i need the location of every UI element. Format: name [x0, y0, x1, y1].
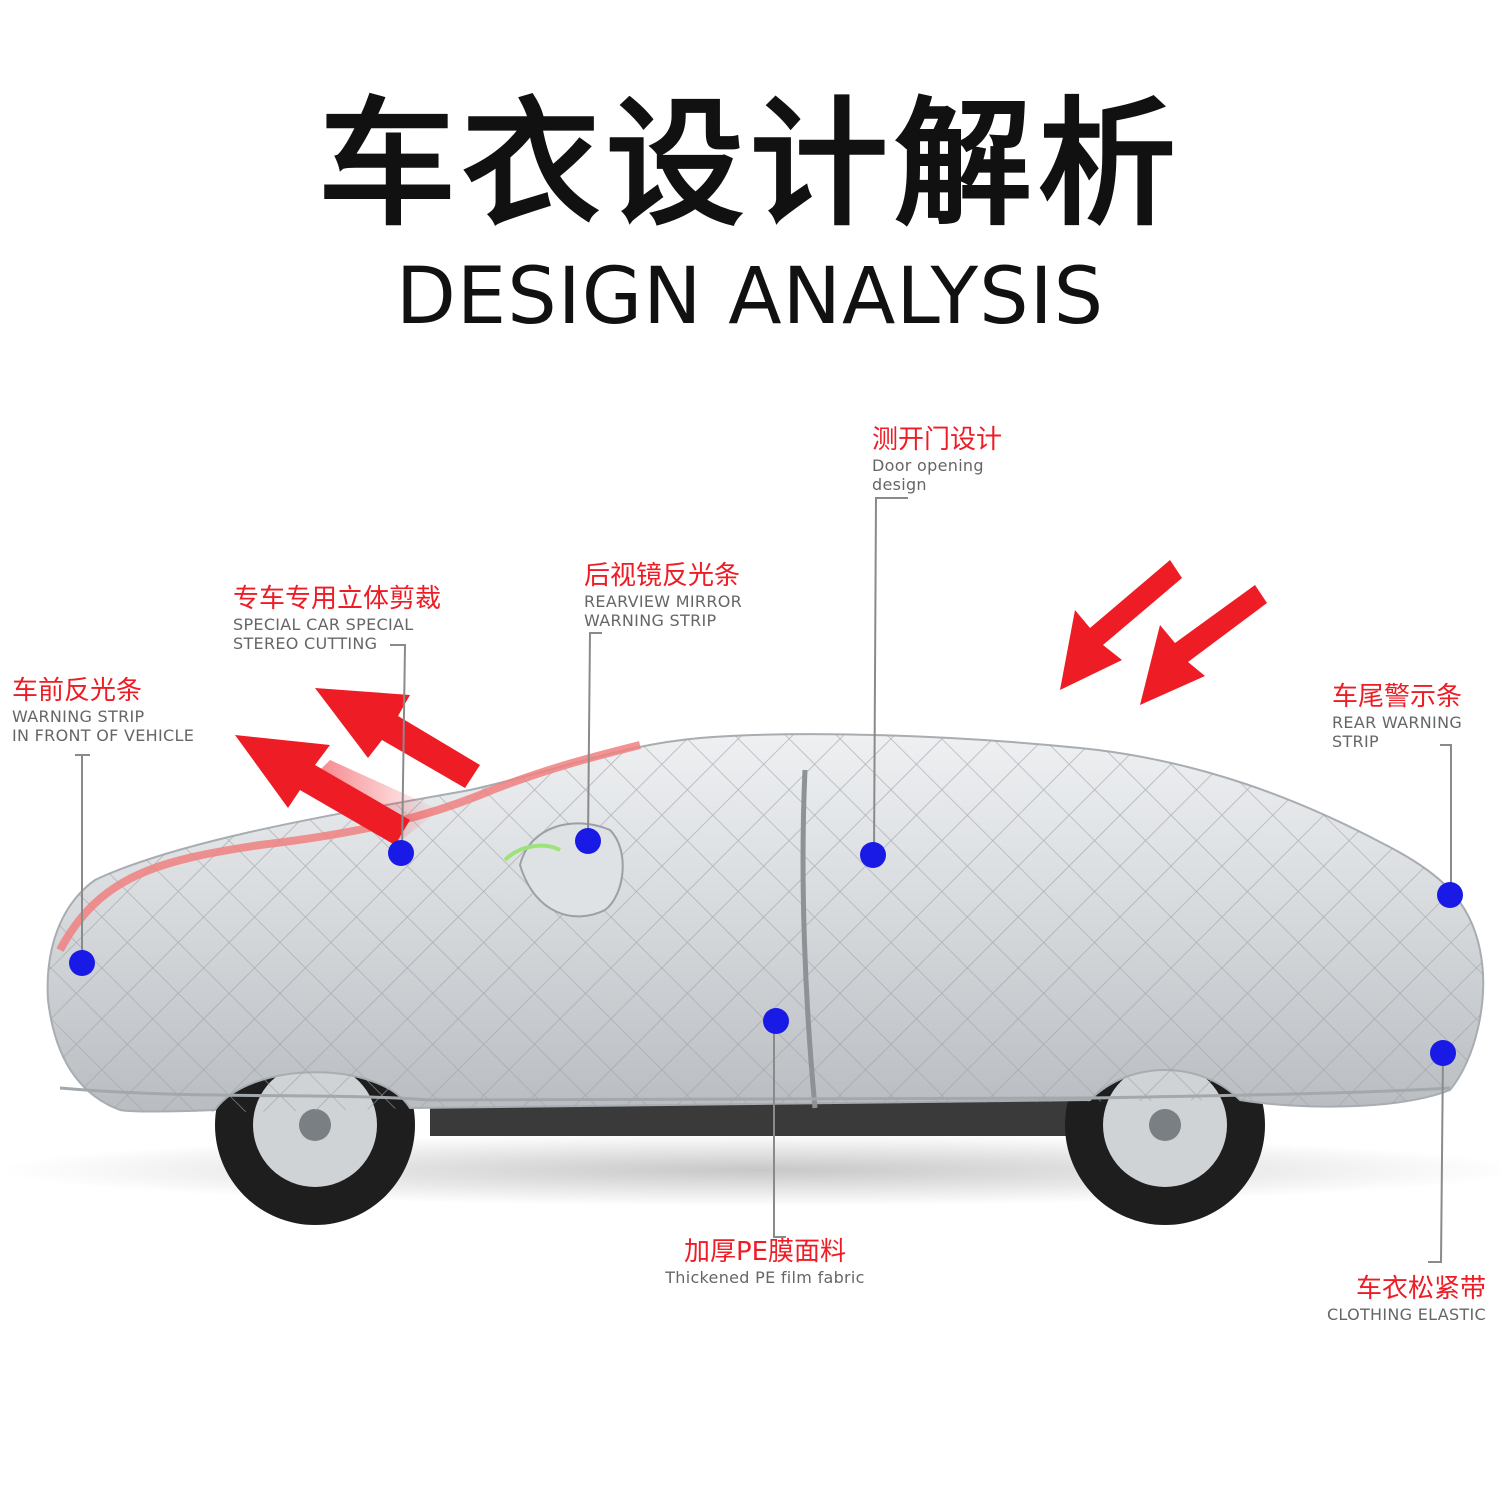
callout-rear-strip-en2: STRIP	[1332, 732, 1379, 752]
callout-mirror-strip: 后视镜反光条 REARVIEW MIRROR WARNING STRIP	[584, 561, 743, 631]
callout-front-strip: 车前反光条 WARNING STRIP IN FRONT OF VEHICLE	[12, 676, 195, 746]
callout-front-strip-en2: IN FRONT OF VEHICLE	[12, 726, 195, 746]
airflow-arrow-right-1	[1060, 560, 1182, 690]
callout-cutting-en2: STEREO CUTTING	[233, 634, 378, 654]
leader-lines	[75, 497, 1452, 1263]
car-cover-body	[46, 733, 1485, 1113]
marker-mirror-strip[interactable]	[575, 828, 601, 854]
title-chinese: 车衣设计解析	[317, 84, 1182, 245]
airflow-arrow-left-2	[315, 688, 480, 788]
callout-elastic-en: CLOTHING ELASTIC	[1326, 1304, 1486, 1324]
callout-cutting: 专车专用立体剪裁 SPECIAL CAR SPECIAL STEREO CUTT…	[233, 584, 442, 654]
marker-door-opening[interactable]	[860, 842, 886, 868]
airflow-arrow-left-1	[235, 735, 440, 845]
callout-fabric: 加厚PE膜面料 Thickened PE film fabric	[640, 1237, 890, 1287]
airflow-arrow-right-2	[1140, 585, 1267, 705]
callout-mirror-strip-cn: 后视镜反光条	[584, 561, 741, 591]
callout-elastic: 车衣松紧带 CLOTHING ELASTIC	[1300, 1274, 1486, 1324]
marker-elastic[interactable]	[1430, 1040, 1456, 1066]
callout-fabric-cn: 加厚PE膜面料	[683, 1237, 847, 1267]
callout-mirror-strip-en2: WARNING STRIP	[584, 611, 717, 631]
callout-door-opening-en: Door opening	[872, 455, 984, 475]
callout-fabric-en: Thickened PE film fabric	[665, 1267, 865, 1287]
title-english: DESIGN ANALYSIS	[395, 252, 1105, 342]
callout-cutting-cn: 专车专用立体剪裁	[233, 584, 442, 614]
marker-cutting[interactable]	[388, 840, 414, 866]
callout-door-opening-en2: design	[872, 475, 927, 495]
callout-rear-strip-cn: 车尾警示条	[1332, 682, 1463, 712]
marker-rear-strip[interactable]	[1437, 882, 1463, 908]
callout-front-strip-en: WARNING STRIP	[12, 706, 145, 726]
callout-mirror-strip-en: REARVIEW MIRROR	[584, 591, 743, 611]
callout-door-opening-cn: 测开门设计	[872, 425, 1003, 455]
marker-fabric[interactable]	[763, 1008, 789, 1034]
callout-cutting-en: SPECIAL CAR SPECIAL	[233, 614, 414, 634]
callout-front-strip-cn: 车前反光条	[12, 676, 143, 706]
callout-elastic-cn: 车衣松紧带	[1355, 1274, 1486, 1304]
callout-rear-strip: 车尾警示条 REAR WARNING STRIP	[1332, 682, 1463, 752]
marker-front-strip[interactable]	[69, 950, 95, 976]
callout-rear-strip-en: REAR WARNING	[1332, 712, 1463, 732]
callout-door-opening: 测开门设计 Door opening design	[872, 425, 1003, 495]
